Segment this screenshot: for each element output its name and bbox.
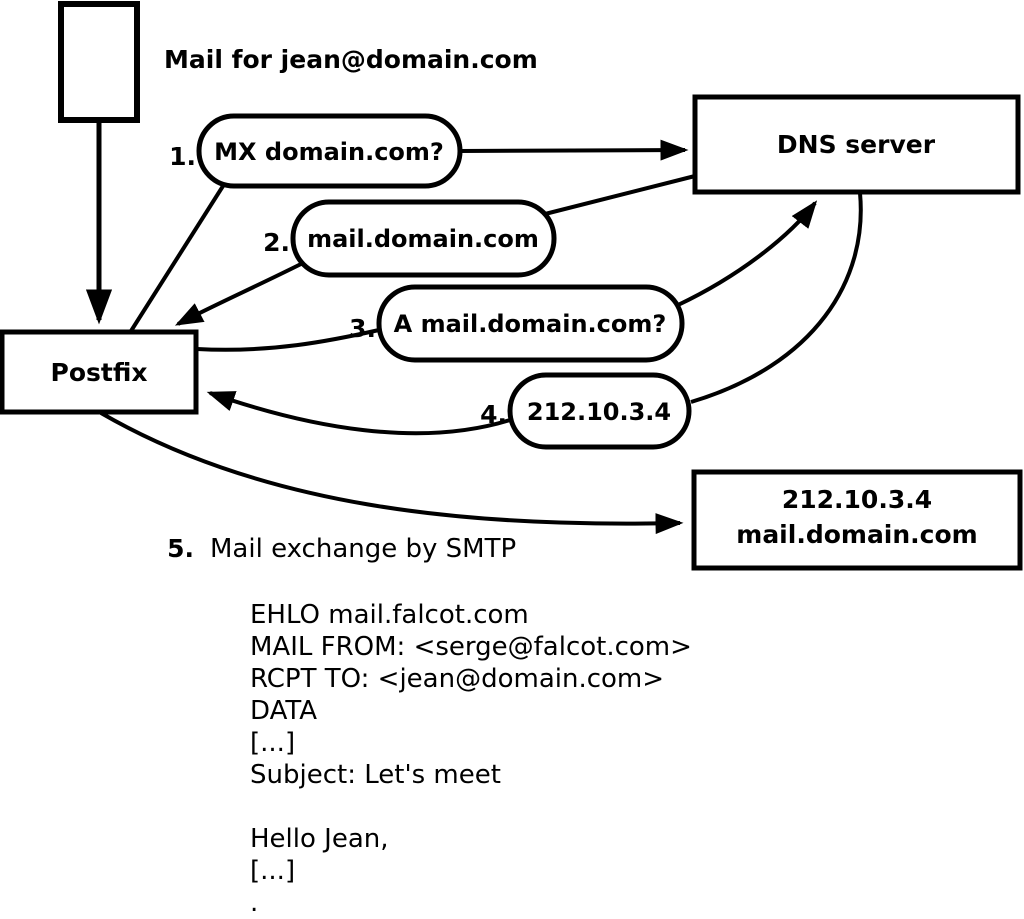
arrow-answer4-to-postfix bbox=[206, 391, 511, 436]
smtp-line: DATA bbox=[250, 696, 317, 726]
answer2-bubble bbox=[290, 199, 557, 278]
mail-server-ip-label: 212.10.3.4 bbox=[782, 485, 932, 514]
mail-server-node bbox=[691, 469, 1023, 571]
smtp-line: RCPT TO: <jean@domain.com> bbox=[250, 664, 664, 694]
smtp-line: Hello Jean, bbox=[250, 824, 389, 854]
answer2-label: mail.domain.com bbox=[307, 225, 539, 253]
arrow-answer2-to-postfix bbox=[174, 262, 302, 326]
query3-label: A mail.domain.com? bbox=[394, 310, 667, 338]
arrow-query1-to-dns bbox=[458, 139, 689, 161]
query1-label: MX domain.com? bbox=[214, 138, 444, 166]
diagram-caption: Mail for jean@domain.com bbox=[164, 45, 538, 74]
line-dns-to-answer2 bbox=[544, 174, 696, 216]
step5-number: 5. bbox=[167, 534, 194, 563]
line-dns-to-answer4 bbox=[690, 192, 863, 404]
query3-bubble bbox=[376, 284, 685, 363]
smtp-line: [...] bbox=[250, 728, 295, 758]
mail-document-icon bbox=[58, 1, 140, 123]
smtp-line: . bbox=[250, 888, 258, 918]
smtp-transcript: EHLO mail.falcot.com MAIL FROM: <serge@f… bbox=[250, 600, 692, 918]
smtp-line: EHLO mail.falcot.com bbox=[250, 600, 529, 630]
smtp-line: MAIL FROM: <serge@falcot.com> bbox=[250, 632, 692, 662]
postfix-node bbox=[0, 329, 199, 415]
step3-number: 3. bbox=[349, 314, 376, 343]
dns-server-node bbox=[692, 94, 1021, 195]
postfix-label: Postfix bbox=[51, 358, 148, 387]
arrow-postfix-to-mail-server bbox=[99, 411, 684, 535]
line-postfix-to-query3 bbox=[196, 328, 380, 352]
dns-server-label: DNS server bbox=[777, 130, 936, 159]
step2-number: 2. bbox=[263, 228, 290, 257]
line-postfix-to-query1 bbox=[129, 184, 225, 333]
step5-label: Mail exchange by SMTP bbox=[210, 534, 516, 564]
answer4-bubble bbox=[507, 372, 692, 450]
smtp-line: [...] bbox=[250, 856, 295, 886]
step1-number: 1. bbox=[169, 142, 196, 171]
arrow-query3-to-dns bbox=[677, 200, 818, 307]
answer4-label: 212.10.3.4 bbox=[527, 398, 671, 426]
mail-server-hostname-label: mail.domain.com bbox=[736, 520, 977, 549]
smtp-line: Subject: Let's meet bbox=[250, 760, 501, 790]
